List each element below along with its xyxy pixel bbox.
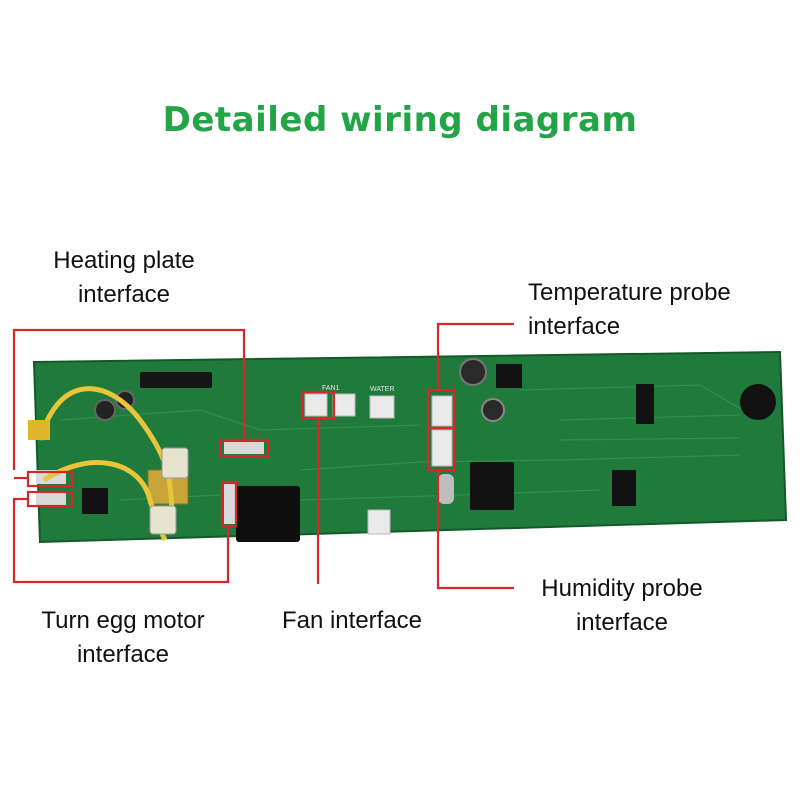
connector-white-1 xyxy=(305,394,327,416)
ic-chip-1 xyxy=(470,462,514,510)
label-heating-line2: interface xyxy=(24,278,224,312)
label-motor-line1: Turn egg motor xyxy=(18,604,228,638)
label-temperature-probe: Temperature probe interface xyxy=(528,276,772,344)
terminal-2 xyxy=(36,492,66,506)
connector-white-4 xyxy=(432,396,452,426)
label-heating-plate: Heating plate interface xyxy=(24,244,224,312)
regulator xyxy=(496,364,522,388)
wire-clip xyxy=(28,420,50,440)
fuse xyxy=(140,372,212,388)
label-temperature-line1: Temperature probe xyxy=(528,276,772,310)
connector-white-6 xyxy=(368,510,390,534)
label-fan-interface: Fan interface xyxy=(262,604,442,638)
ic-chip-4 xyxy=(82,488,108,514)
terminal-3 xyxy=(224,442,264,454)
buzzer xyxy=(740,384,776,420)
connector-white-2 xyxy=(333,394,355,416)
capacitor-3 xyxy=(460,359,486,385)
connector-white-5 xyxy=(432,430,452,466)
ic-chip-3 xyxy=(612,470,636,506)
connector-white-3 xyxy=(370,396,394,418)
label-motor-line2: interface xyxy=(18,638,228,672)
relay-block xyxy=(236,486,300,542)
capacitor-1 xyxy=(95,400,115,420)
plug-1 xyxy=(162,448,188,478)
label-humidity-line2: interface xyxy=(520,606,724,640)
capacitor-4 xyxy=(482,399,504,421)
crystal xyxy=(438,474,454,504)
label-heating-line1: Heating plate xyxy=(24,244,224,278)
label-fan-line1: Fan interface xyxy=(262,604,442,638)
ic-chip-2 xyxy=(636,384,654,424)
plug-2 xyxy=(150,506,176,534)
label-humidity-probe: Humidity probe interface xyxy=(520,572,724,640)
label-turn-egg-motor: Turn egg motor interface xyxy=(18,604,228,672)
terminal-4 xyxy=(224,484,236,524)
label-temperature-line2: interface xyxy=(528,310,772,344)
label-humidity-line1: Humidity probe xyxy=(520,572,724,606)
silk-water: WATER xyxy=(370,386,395,393)
